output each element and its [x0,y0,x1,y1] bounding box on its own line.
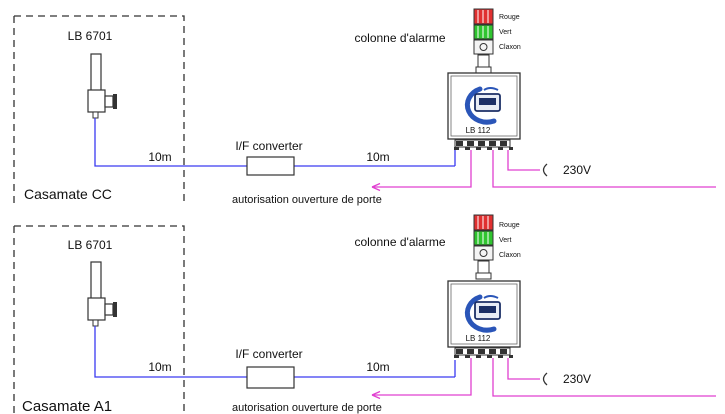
power-plug-icon [542,372,548,386]
door-arrow-icon [371,182,381,192]
casemate-label: Casamate A1 [22,398,112,414]
door-arrow-icon [371,390,381,400]
casemate-box [13,15,185,205]
lb112-logo-icon [464,294,501,333]
door-signal-wire [372,150,472,188]
converter-box-icon [246,366,295,389]
converter-label: I/F converter [235,347,302,361]
alarm-column-label: colonne d'alarme [354,235,445,249]
signal-cable [94,326,247,378]
lamp-label-green: Vert [499,29,512,36]
door-label: autorisation ouverture de porte [232,194,382,206]
converter-label: I/F converter [235,139,302,153]
detector-icon [87,53,117,119]
monitor-connectors [454,347,513,358]
signal-cable [94,118,247,167]
door-signal-wire [372,358,472,396]
monitor-unit: LB 112 [447,280,521,358]
converter-box-icon [246,156,295,176]
lamp-label-horn: Claxon [499,252,521,259]
detector-label: LB 6701 [68,29,113,43]
cable-length-right: 10m [366,360,389,374]
power-label: 230V [563,372,591,386]
cable-length-left: 10m [148,360,171,374]
monitor-connectors [454,139,513,150]
alarm-output-wire [492,150,716,188]
casemate-label: Casamate CC [24,186,112,202]
detector-label: LB 6701 [68,238,113,252]
power-wire [507,150,540,171]
lamp-label-horn: Claxon [499,44,521,51]
lb112-logo-icon [464,86,501,125]
monitor-label: LB 112 [466,334,491,343]
alarm-column-icon [473,214,494,280]
cable-length-right: 10m [366,150,389,164]
door-label: autorisation ouverture de porte [232,402,382,414]
section-casamate-cc: LB 6701 10m 10m I/F converter colonne d'… [13,8,716,206]
alarm-output-wire [492,358,716,397]
monitor-unit: LB 112 [447,72,521,150]
power-label: 230V [563,163,591,177]
casemate-box [13,225,185,414]
power-wire [507,358,540,380]
section-casamate-a1: LB 6701 10m 10m I/F converter colonne d'… [13,214,716,414]
lamp-label-red: Rouge [499,14,520,21]
lamp-label-red: Rouge [499,222,520,229]
alarm-column-label: colonne d'alarme [354,31,445,45]
cable-length-left: 10m [148,150,171,164]
detector-icon [87,261,117,327]
power-plug-icon [542,163,548,177]
lamp-label-green: Vert [499,237,512,244]
alarm-column-icon [473,8,494,74]
monitor-label: LB 112 [466,126,491,135]
